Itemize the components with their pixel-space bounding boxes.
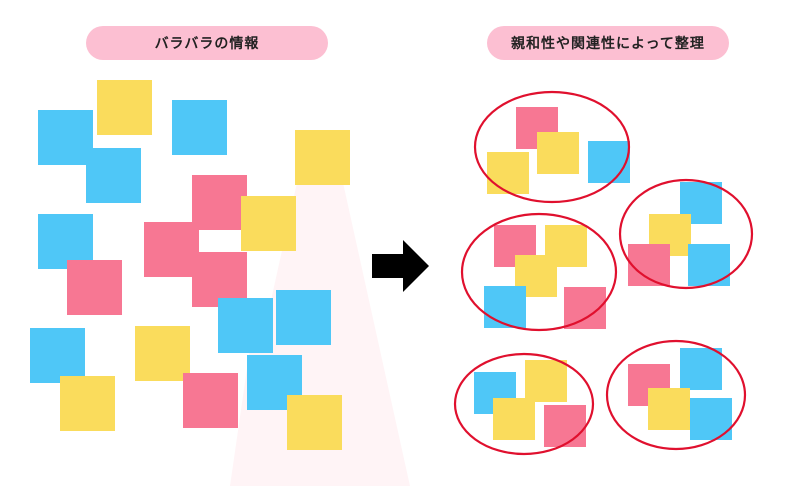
sticky-note (86, 148, 141, 203)
sticky-note (97, 80, 152, 135)
group-circle (453, 352, 595, 456)
sticky-note (484, 286, 526, 328)
before-label: バラバラの情報 (86, 26, 328, 60)
sticky-note (648, 388, 690, 430)
sticky-note (525, 360, 567, 402)
sticky-note (218, 298, 273, 353)
sticky-note (680, 348, 722, 390)
sticky-note (67, 260, 122, 315)
sticky-note (60, 376, 115, 431)
right-arrow-icon (372, 240, 429, 292)
sticky-note (588, 141, 630, 183)
sticky-note (487, 152, 529, 194)
sticky-note (135, 326, 190, 381)
sticky-note (493, 398, 535, 440)
sticky-note (287, 395, 342, 450)
group-circle (605, 339, 747, 451)
sticky-note (537, 132, 579, 174)
sticky-note (38, 214, 93, 269)
sticky-note (241, 196, 296, 251)
sticky-note (38, 110, 93, 165)
sticky-note (544, 405, 586, 447)
group-circle (618, 178, 754, 290)
sticky-note (276, 290, 331, 345)
sticky-note (30, 328, 85, 383)
sticky-note (192, 175, 247, 230)
sticky-note (183, 373, 238, 428)
after-label: 親和性や関連性によって整理 (487, 26, 729, 60)
sticky-note (295, 130, 350, 185)
sticky-note (192, 252, 247, 307)
sticky-note (144, 222, 199, 277)
group-circle (473, 90, 631, 204)
sticky-note (172, 100, 227, 155)
group-circle (460, 212, 618, 332)
